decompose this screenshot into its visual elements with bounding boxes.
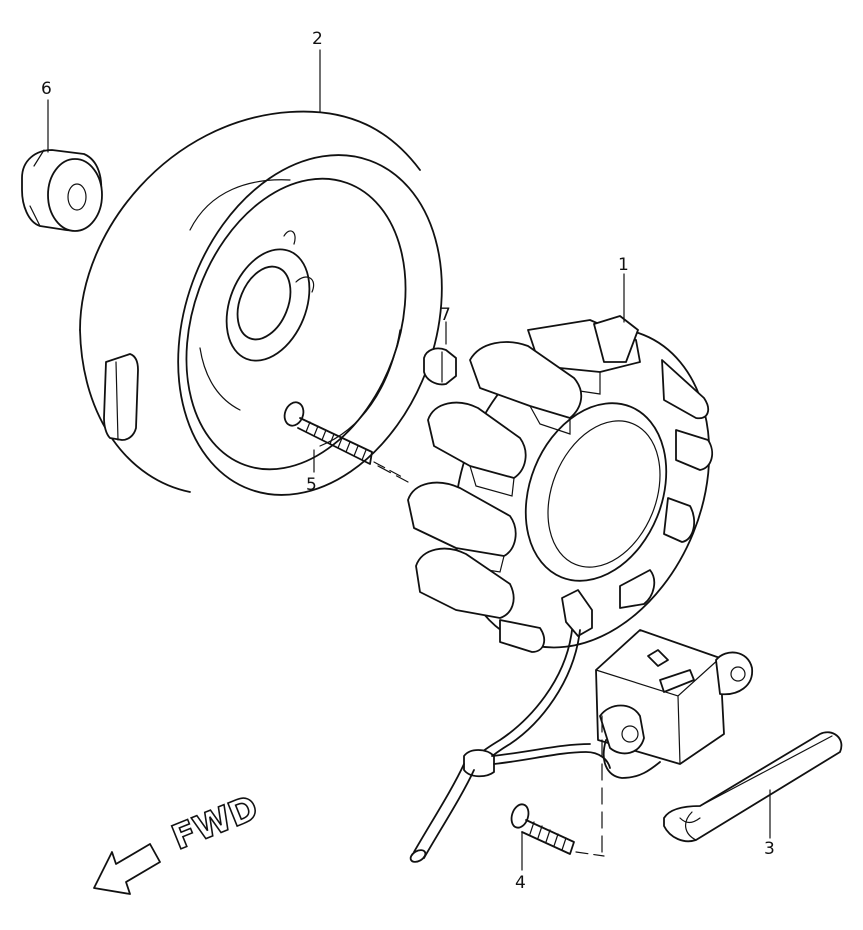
forward-arrow-icon: [93, 843, 161, 895]
callout-4: 4: [515, 873, 526, 893]
part-2-flywheel: [79, 110, 443, 496]
part-3-clamp: [663, 731, 843, 843]
callout-5: 5: [306, 475, 317, 495]
part-5-screw: [283, 401, 405, 479]
pulser-coil: [595, 629, 753, 779]
part-6-nut: [21, 149, 103, 232]
callout-2: 2: [312, 29, 323, 49]
fwd-label: FWD: [166, 788, 263, 858]
part-7-key: [423, 347, 457, 386]
callout-6: 6: [41, 79, 52, 99]
callout-7: 7: [440, 305, 451, 325]
stator-wiring: [409, 589, 611, 863]
callout-1: 1: [618, 255, 629, 275]
forward-direction-indicator: FWD: [93, 787, 265, 895]
part-4-screw: [510, 803, 605, 857]
callout-3: 3: [764, 839, 775, 859]
part-1-stator: [407, 315, 714, 653]
